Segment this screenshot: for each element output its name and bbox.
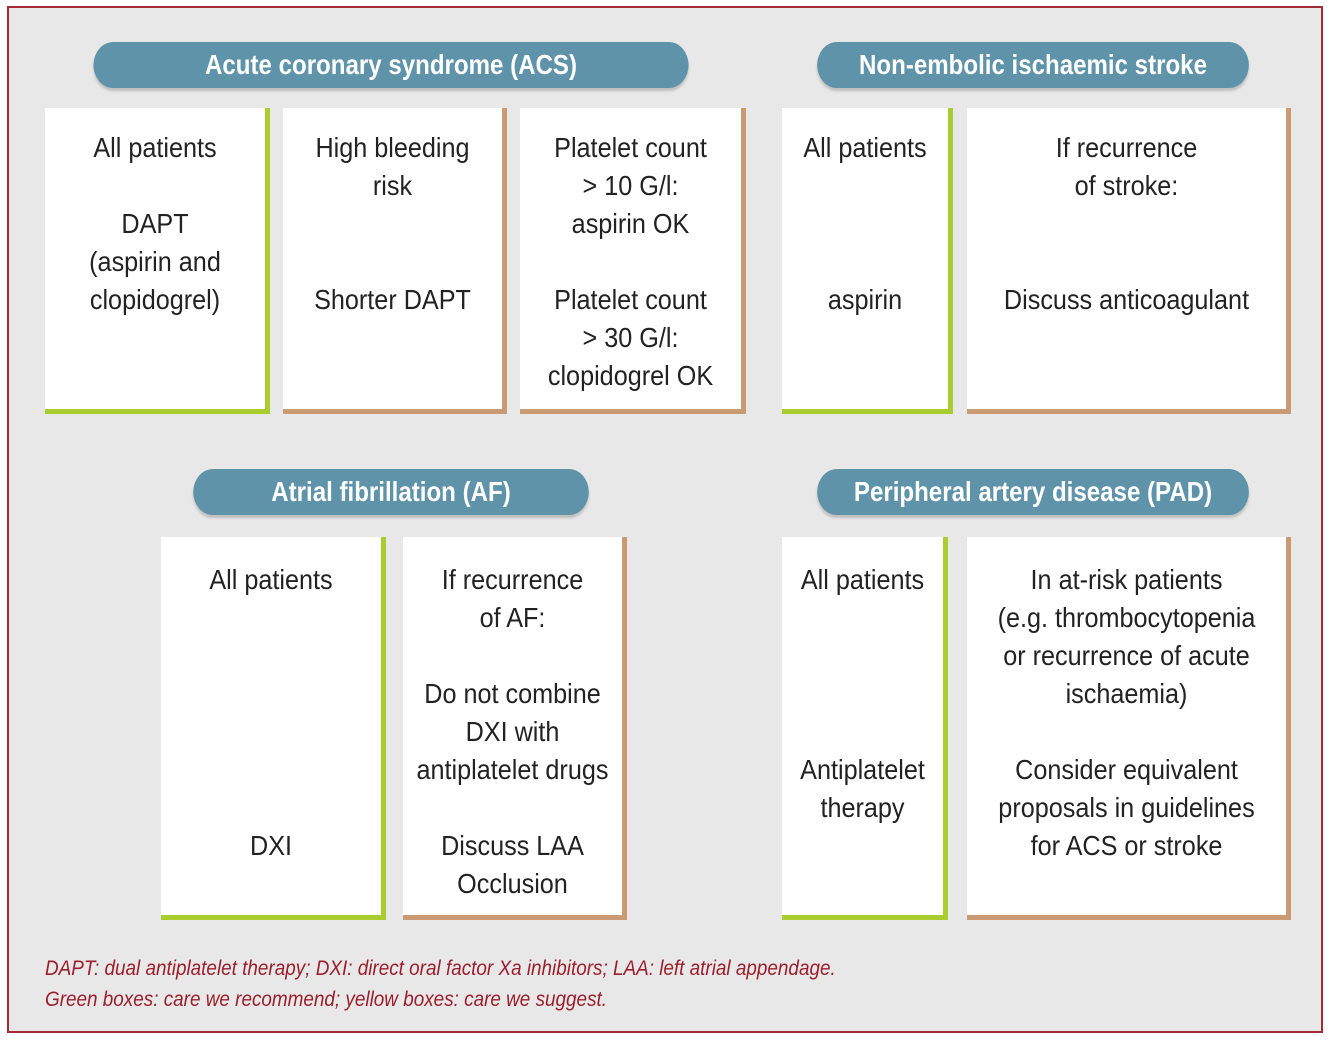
acs-all-patients-box: All patients DAPT (aspirin and clopidogr… <box>45 108 270 414</box>
footnote-line-2: Green boxes: care we recommend; yellow b… <box>45 988 608 1011</box>
footnote-line-1: DAPT: dual antiplatelet therapy; DXI: di… <box>45 957 836 980</box>
box-text: DAPT <box>121 208 189 239</box>
footnote-abbreviations: DAPT: dual antiplatelet therapy; DXI: di… <box>45 954 836 984</box>
box-text: DXI with <box>465 716 560 747</box>
box-text: Discuss anticoagulant <box>1003 284 1250 315</box>
box-text: risk <box>372 170 413 201</box>
box-text: clopidogrel) <box>89 284 221 315</box>
stroke-all-patients-box: All patients aspirin <box>782 108 953 414</box>
acs-platelet-box: Platelet count > 10 G/l: aspirin OK Plat… <box>520 108 746 414</box>
box-text: High bleeding <box>315 132 470 163</box>
box-text: All patients <box>800 564 925 595</box>
box-text: of stroke: <box>1074 170 1179 201</box>
box-text: Platelet count <box>554 132 707 163</box>
pad-all-patients-box: All patients Antiplatelet therapy <box>782 537 948 920</box>
box-text: clopidogrel OK <box>547 360 714 391</box>
box-text: therapy <box>820 792 905 823</box>
box-text: Discuss LAA <box>441 830 584 861</box>
box-text: of AF: <box>479 602 546 633</box>
af-all-patients-box: All patients DXI <box>161 537 386 920</box>
stroke-header: Non-embolic ischaemic stroke <box>817 42 1249 88</box>
box-text: DXI <box>249 830 293 861</box>
box-text: Platelet count <box>554 284 707 315</box>
box-text: Occlusion <box>457 868 568 899</box>
box-text: aspirin OK <box>571 208 690 239</box>
box-text: (e.g. thrombocytopenia <box>997 602 1256 633</box>
box-text: > 10 G/l: <box>582 170 679 201</box>
box-text: antiplatelet drugs <box>416 754 609 785</box>
box-text: > 30 G/l: <box>582 322 679 353</box>
acs-header: Acute coronary syndrome (ACS) <box>93 42 689 88</box>
pad-title: Peripheral artery disease (PAD) <box>853 476 1213 507</box>
box-text: Do not combine <box>424 678 601 709</box>
box-text: aspirin <box>827 284 903 315</box>
box-text: All patients <box>803 132 927 163</box>
box-text: for ACS or stroke <box>1030 830 1223 861</box>
box-text: Shorter DAPT <box>314 284 471 315</box>
box-text: proposals in guidelines <box>998 792 1255 823</box>
acs-title: Acute coronary syndrome (ACS) <box>204 49 577 80</box>
pad-header: Peripheral artery disease (PAD) <box>817 469 1249 515</box>
af-recurrence-box: If recurrence of AF: Do not combine DXI … <box>403 537 627 920</box>
box-text: All patients <box>93 132 217 163</box>
stroke-recurrence-box: If recurrence of stroke: Discuss anticoa… <box>967 108 1291 414</box>
box-text: or recurrence of acute <box>1003 640 1250 671</box>
box-text: Consider equivalent <box>1015 754 1238 785</box>
af-header: Atrial fibrillation (AF) <box>193 469 589 515</box>
box-text: If recurrence <box>441 564 584 595</box>
box-text: ischaemia) <box>1065 678 1188 709</box>
pad-at-risk-box: In at-risk patients (e.g. thrombocytopen… <box>967 537 1291 920</box>
af-title: Atrial fibrillation (AF) <box>271 476 511 507</box>
box-text: Antiplatelet <box>800 754 925 785</box>
acs-bleeding-risk-box: High bleeding risk Shorter DAPT <box>283 108 507 414</box>
footnote-legend: Green boxes: care we recommend; yellow b… <box>45 985 607 1015</box>
box-text: If recurrence <box>1055 132 1198 163</box>
stroke-title: Non-embolic ischaemic stroke <box>859 49 1207 80</box>
box-text: (aspirin and <box>89 246 221 277</box>
box-text: In at-risk patients <box>1030 564 1223 595</box>
box-text: All patients <box>209 564 333 595</box>
